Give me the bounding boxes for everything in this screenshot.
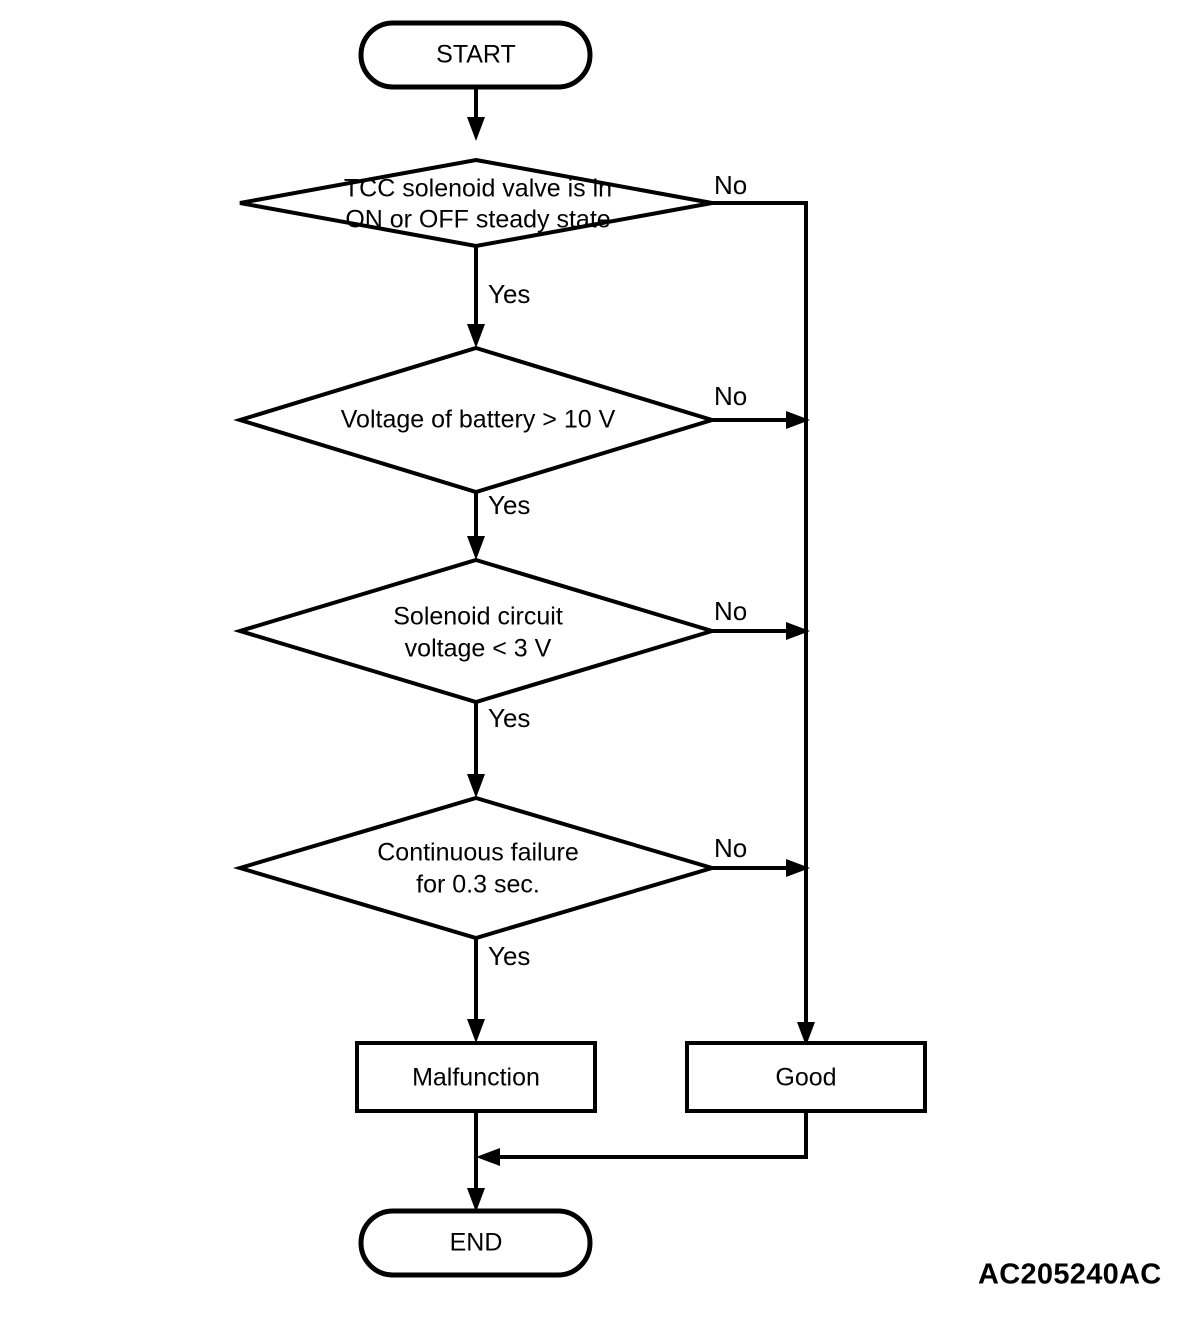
decision-3-label-line1: Solenoid circuit — [393, 603, 563, 631]
edge-label-yes-2: Yes — [488, 490, 530, 520]
node-result-good: Good — [685, 1041, 927, 1113]
arrow-head-right-icon — [786, 859, 810, 877]
connector-decision3-no — [712, 622, 810, 640]
edge-label-yes-3: Yes — [488, 703, 530, 733]
malfunction-box-shape — [355, 1041, 597, 1113]
arrow-head-right-icon — [786, 411, 810, 429]
decision-3-diamond-shape — [233, 557, 719, 705]
start-label: START — [436, 41, 516, 69]
decision-1-label-line1: TCC solenoid valve is in — [344, 175, 612, 203]
edge-label-no-2: No — [714, 381, 747, 411]
arrow-head-down-icon — [467, 117, 485, 141]
decision-4-diamond-shape — [232, 795, 720, 941]
arrow-head-down-icon — [467, 774, 485, 798]
arrow-head-left-icon — [476, 1148, 500, 1166]
node-decision-4: Continuous failure for 0.3 sec. — [232, 795, 720, 941]
connector-decision1-no — [712, 201, 815, 1046]
connector-good-to-merge — [476, 1111, 808, 1166]
decision-4-label-line1: Continuous failure — [377, 839, 579, 867]
figure-code-label: AC205240AC — [978, 1259, 1162, 1291]
arrow-head-right-icon — [786, 622, 810, 640]
good-box-shape — [685, 1041, 927, 1113]
arrow-head-down-icon — [467, 536, 485, 560]
node-start: START — [358, 20, 593, 90]
node-decision-3: Solenoid circuit voltage < 3 V — [233, 557, 719, 705]
connector-decision4-yes — [467, 938, 485, 1043]
arrow-head-down-icon — [797, 1022, 815, 1046]
connector-decision4-no — [712, 859, 810, 877]
connector-decision2-no — [712, 411, 810, 429]
edge-label-yes-4: Yes — [488, 941, 530, 971]
decision-3-label-line2: voltage < 3 V — [405, 635, 552, 663]
edge-label-no-4: No — [714, 833, 747, 863]
connector-decision2-yes — [467, 492, 485, 560]
end-terminator-shape — [358, 1208, 593, 1278]
connector-decision3-yes — [467, 702, 485, 798]
node-result-malfunction: Malfunction — [355, 1041, 597, 1113]
connector-malfunction-to-end — [467, 1111, 485, 1212]
arrow-head-down-icon — [467, 1188, 485, 1212]
node-decision-2: Voltage of battery > 10 V — [233, 345, 719, 495]
arrow-head-down-icon — [467, 1019, 485, 1043]
connector-line — [712, 201, 808, 1045]
edge-label-no-3: No — [714, 596, 747, 626]
decision-4-label-line2: for 0.3 sec. — [416, 871, 540, 899]
connector-start-to-decision1 — [467, 87, 485, 141]
connector-line — [492, 1111, 808, 1159]
end-label: END — [450, 1229, 503, 1257]
edge-label-yes-1: Yes — [488, 279, 530, 309]
decision-1-label-line2: ON or OFF steady state — [345, 206, 610, 234]
arrow-head-down-icon — [467, 324, 485, 348]
malfunction-label: Malfunction — [412, 1064, 540, 1092]
edge-label-no-1: No — [714, 170, 747, 200]
good-label: Good — [775, 1064, 836, 1092]
node-decision-1: TCC solenoid valve is in ON or OFF stead… — [239, 157, 713, 249]
connector-decision1-yes — [467, 246, 485, 348]
node-end: END — [358, 1208, 593, 1278]
decision-2-label-line1: Voltage of battery > 10 V — [341, 406, 616, 434]
